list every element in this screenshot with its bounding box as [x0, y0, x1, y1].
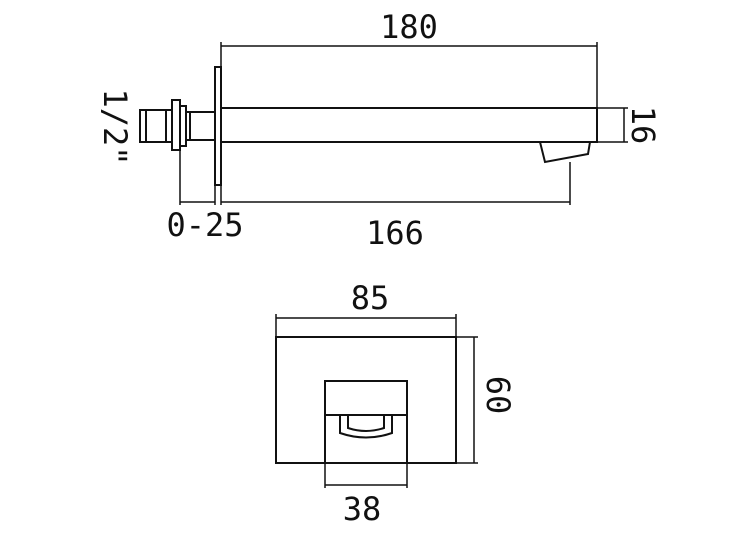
dimension-0-25-label: 0-25	[166, 206, 243, 244]
threaded-inlet	[139, 99, 217, 151]
dimension-180: 180	[220, 8, 598, 108]
spout-outlet	[538, 141, 592, 164]
dimension-60-label: 60	[479, 376, 517, 415]
dimension-85: 85	[275, 279, 457, 337]
dimension-166: 166	[220, 162, 571, 252]
dimension-180-label: 180	[380, 8, 438, 46]
dimension-38-label: 38	[343, 490, 382, 528]
front-view: 85 60 38	[275, 279, 517, 528]
front-spout-profile	[324, 380, 408, 464]
dimension-16-label: 16	[624, 106, 662, 145]
dimension-60: 60	[456, 336, 517, 464]
dimension-85-label: 85	[351, 279, 390, 317]
spout-body	[220, 107, 598, 143]
dimension-16: 16	[597, 106, 662, 145]
thread-size-label: 1/2"	[96, 88, 134, 165]
dimension-38: 38	[324, 463, 408, 528]
front-outlet	[339, 414, 393, 439]
dimension-0-25: 0-25	[166, 150, 244, 244]
side-view: 180 16 1/2" 0-25 166	[96, 8, 662, 252]
dimension-166-label: 166	[366, 214, 424, 252]
